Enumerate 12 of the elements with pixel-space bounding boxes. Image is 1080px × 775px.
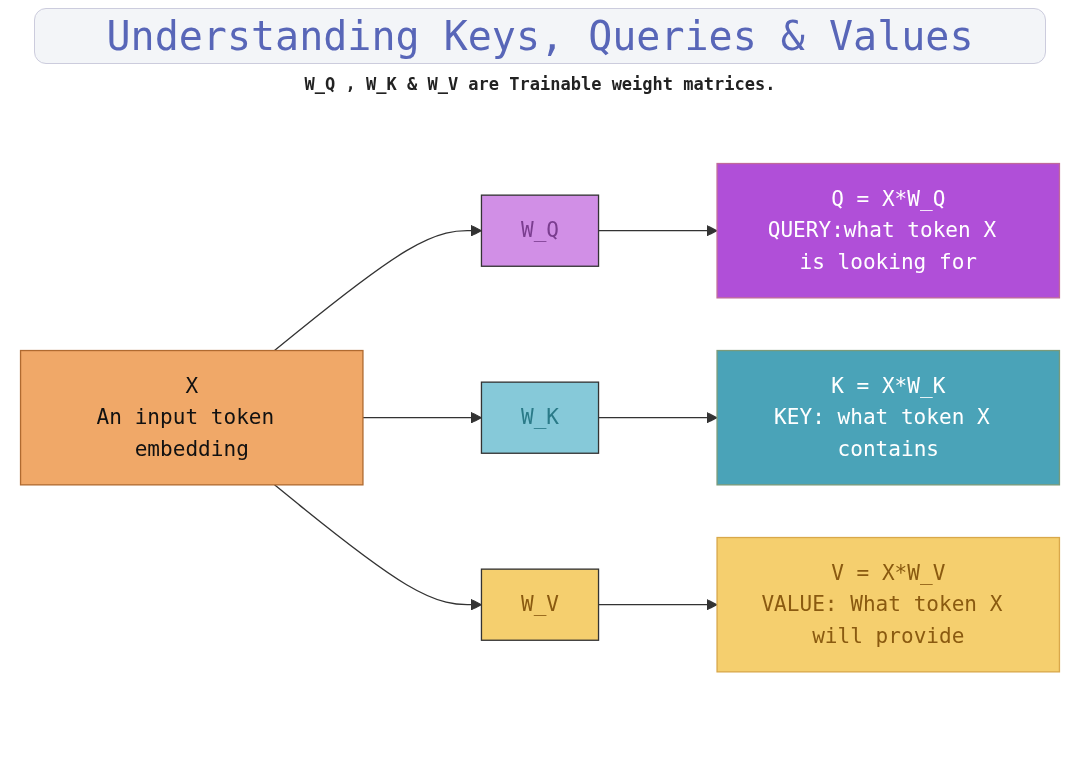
arrow xyxy=(362,412,482,424)
node-box: W_V xyxy=(480,568,600,642)
node-box: V = X*W_V VALUE: What token X will provide xyxy=(716,537,1061,673)
node-box: K = X*W_K KEY: what token X contains xyxy=(716,350,1061,486)
title: Understanding Keys, Queries & Values xyxy=(34,8,1046,64)
node-box: W_Q xyxy=(480,194,600,268)
node-box: Q = X*W_Q QUERY:what token X is looking for xyxy=(716,163,1061,299)
node-box: X An input token embedding xyxy=(19,350,364,486)
node-box: W_K xyxy=(480,381,600,455)
arrow xyxy=(273,484,482,611)
arrow xyxy=(273,225,482,352)
note-text: W_Q , W_K & W_V are Trainable weight matrices. xyxy=(303,74,777,94)
